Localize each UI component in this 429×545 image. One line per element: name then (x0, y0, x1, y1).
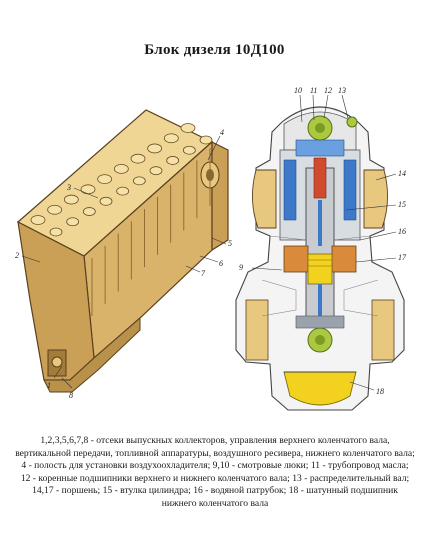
callout-7: 7 (201, 269, 206, 278)
cylinder-boss (163, 133, 179, 144)
callout-13: 13 (338, 86, 346, 95)
cylinder-boss (63, 194, 79, 205)
cylinder-boss (199, 135, 213, 145)
cylinder-boss (99, 196, 113, 206)
cylinder-boss (97, 174, 113, 185)
caption-line-6: нижнего коленчатого вала (161, 497, 269, 509)
cylinder-boss (166, 156, 180, 165)
caption-line-4: 12 - коренные подшипники верхнего и нижн… (20, 472, 410, 484)
caption-line-2: вертикальной передачи, топливной аппарат… (15, 447, 415, 459)
cylinder-boss (30, 215, 46, 225)
caption-line-5: 14,17 - поршень; 15 - втулка цилиндра; 1… (32, 485, 398, 497)
callout-1: 1 (47, 381, 51, 390)
cylinder-boss (149, 166, 163, 176)
right-leader-lines (251, 94, 397, 391)
page-title: Блок дизеля 10Д100 (144, 42, 285, 58)
callout-6: 6 (219, 259, 223, 268)
cylinder-boss (147, 143, 163, 154)
cylinder-boss (49, 227, 63, 237)
cylinder-boss (130, 153, 146, 164)
callout-16: 16 (398, 227, 406, 236)
left-callouts: 1 2 3 4 5 6 7 8 (15, 128, 232, 400)
callout-11: 11 (310, 86, 317, 95)
callout-17: 17 (398, 253, 407, 262)
cylinder-boss (47, 204, 63, 215)
cylinder-boss (82, 207, 96, 216)
right-callouts: 9 10 11 12 13 14 15 16 17 18 (239, 86, 407, 396)
figure-caption: 1,2,3,5,6,7,8 - отсеки выпускных коллект… (14, 435, 416, 511)
callout-8: 8 (69, 391, 73, 400)
callout-9: 9 (239, 263, 243, 272)
callout-2: 2 (15, 251, 19, 260)
callout-10: 10 (294, 86, 302, 95)
cylinder-boss (116, 186, 130, 196)
cylinder-boss (66, 217, 80, 227)
callout-14: 14 (398, 169, 406, 178)
cylinder-boss (132, 176, 146, 186)
callout-5: 5 (228, 239, 232, 248)
callout-15: 15 (398, 200, 406, 209)
callout-12: 12 (324, 86, 332, 95)
caption-line-3: 4 - полость для установки воздухоохладит… (21, 460, 409, 472)
cylinder-boss (80, 184, 96, 195)
caption-line-1: 1,2,3,5,6,7,8 - отсеки выпускных коллект… (40, 435, 390, 446)
cylinder-boss (113, 163, 129, 174)
cylinder-boss (182, 145, 196, 155)
callout-3: 3 (66, 183, 71, 192)
engine-diagram: 1 2 3 4 5 6 7 8 (15, 86, 407, 411)
cylinder-boss (180, 123, 196, 133)
callout-4: 4 (220, 128, 224, 137)
callout-18: 18 (376, 387, 384, 396)
engine-block-illustration (16, 109, 229, 393)
engine-cross-section (235, 106, 405, 411)
left-leader-lines (21, 135, 227, 389)
